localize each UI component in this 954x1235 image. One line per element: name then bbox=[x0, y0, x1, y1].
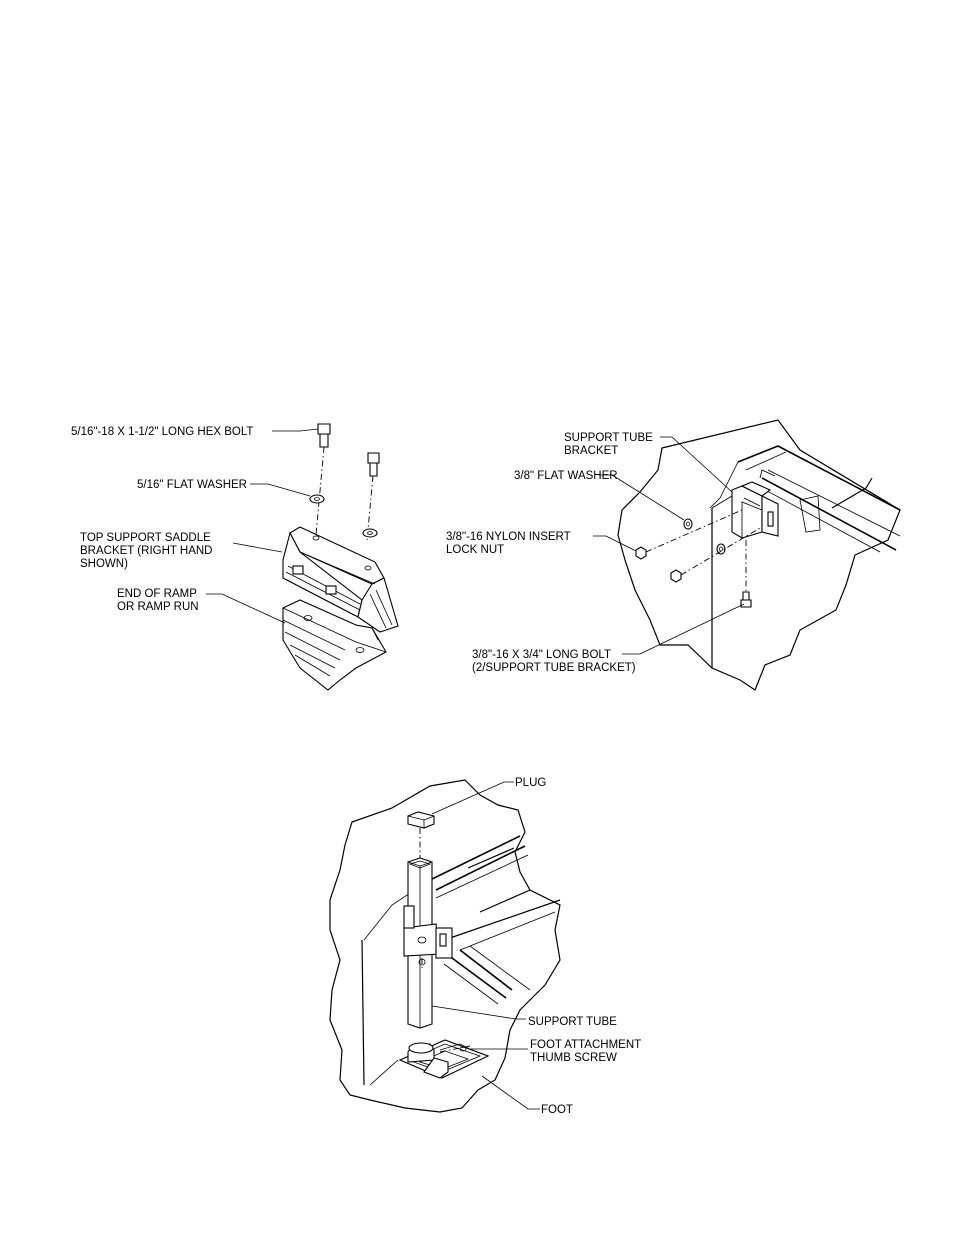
long-bolt bbox=[741, 540, 751, 607]
hex-bolt-1 bbox=[316, 424, 330, 535]
thumb-screw-label-1: FOOT ATTACHMENT bbox=[530, 1039, 641, 1051]
lock-nut-a bbox=[636, 547, 646, 559]
lock-nut-b bbox=[671, 570, 681, 582]
hex-bolt-label: 5/16"-18 X 1-1/2" LONG HEX BOLT bbox=[71, 426, 253, 438]
flat-washer-2 bbox=[363, 529, 377, 537]
plug-label: PLUG bbox=[515, 777, 546, 789]
figure-saddle-bracket: 5/16"-18 X 1-1/2" LONG HEX BOLT 5/16" FL… bbox=[71, 424, 398, 690]
flat-washer-1 bbox=[310, 495, 324, 503]
thumb-screw-label-2: THUMB SCREW bbox=[530, 1052, 617, 1064]
support-tube-label: SUPPORT TUBE bbox=[528, 1016, 617, 1028]
flat-washer-label: 5/16" FLAT WASHER bbox=[137, 479, 247, 491]
foot-label: FOOT bbox=[541, 1104, 573, 1116]
figure-support-tube-bracket: SUPPORT TUBE BRACKET 3/8" FLAT WASHER 3/… bbox=[446, 420, 900, 690]
tube-bracket-label-1: SUPPORT TUBE bbox=[564, 432, 653, 444]
hex-bolt-2 bbox=[367, 453, 379, 540]
flat-washer-3-8-label: 3/8" FLAT WASHER bbox=[514, 470, 618, 482]
ramp-section-outline bbox=[618, 420, 900, 690]
tube-bracket-label-2: BRACKET bbox=[564, 445, 618, 457]
ramp-end-label-2: OR RAMP RUN bbox=[117, 601, 199, 613]
long-bolt-label-1: 3/8"-16 X 3/4" LONG BOLT bbox=[472, 649, 611, 661]
figure-support-tube-foot: PLUG SUPPORT TUBE FOOT ATTACHMENT THUMB … bbox=[330, 777, 641, 1116]
long-bolt-label-2: (2/SUPPORT TUBE BRACKET) bbox=[472, 662, 636, 674]
saddle-bracket-label-3: SHOWN) bbox=[80, 558, 128, 570]
tube-bracket bbox=[732, 482, 778, 538]
saddle-bracket-label-2: BRACKET (RIGHT HAND bbox=[80, 545, 212, 557]
lock-nut-label-1: 3/8"-16 NYLON INSERT bbox=[446, 531, 571, 543]
saddle-bracket-label-1: TOP SUPPORT SADDLE bbox=[80, 532, 211, 544]
flat-washer-a bbox=[684, 519, 692, 529]
ramp-end-label-1: END OF RAMP bbox=[117, 588, 197, 600]
plug bbox=[408, 812, 434, 858]
foot bbox=[400, 1040, 488, 1078]
lock-nut-label-2: LOCK NUT bbox=[446, 544, 504, 556]
